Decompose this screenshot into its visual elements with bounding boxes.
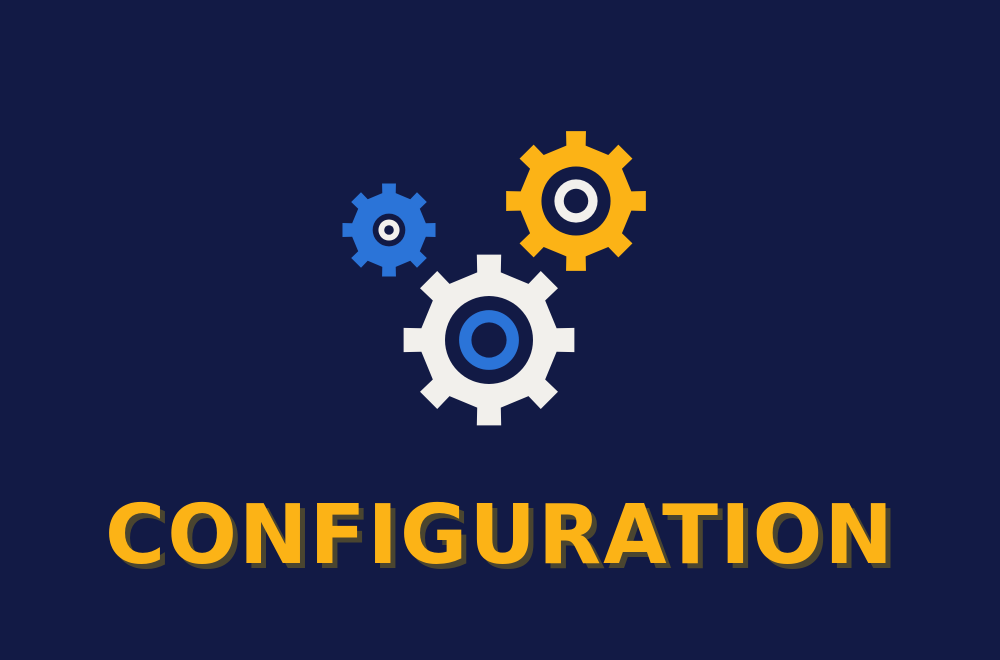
small-blue-gear-icon [342, 183, 436, 277]
page-title: CONFIGURATION [105, 488, 895, 583]
yellow-gear-icon [506, 131, 646, 271]
large-white-gear-icon [403, 254, 575, 426]
